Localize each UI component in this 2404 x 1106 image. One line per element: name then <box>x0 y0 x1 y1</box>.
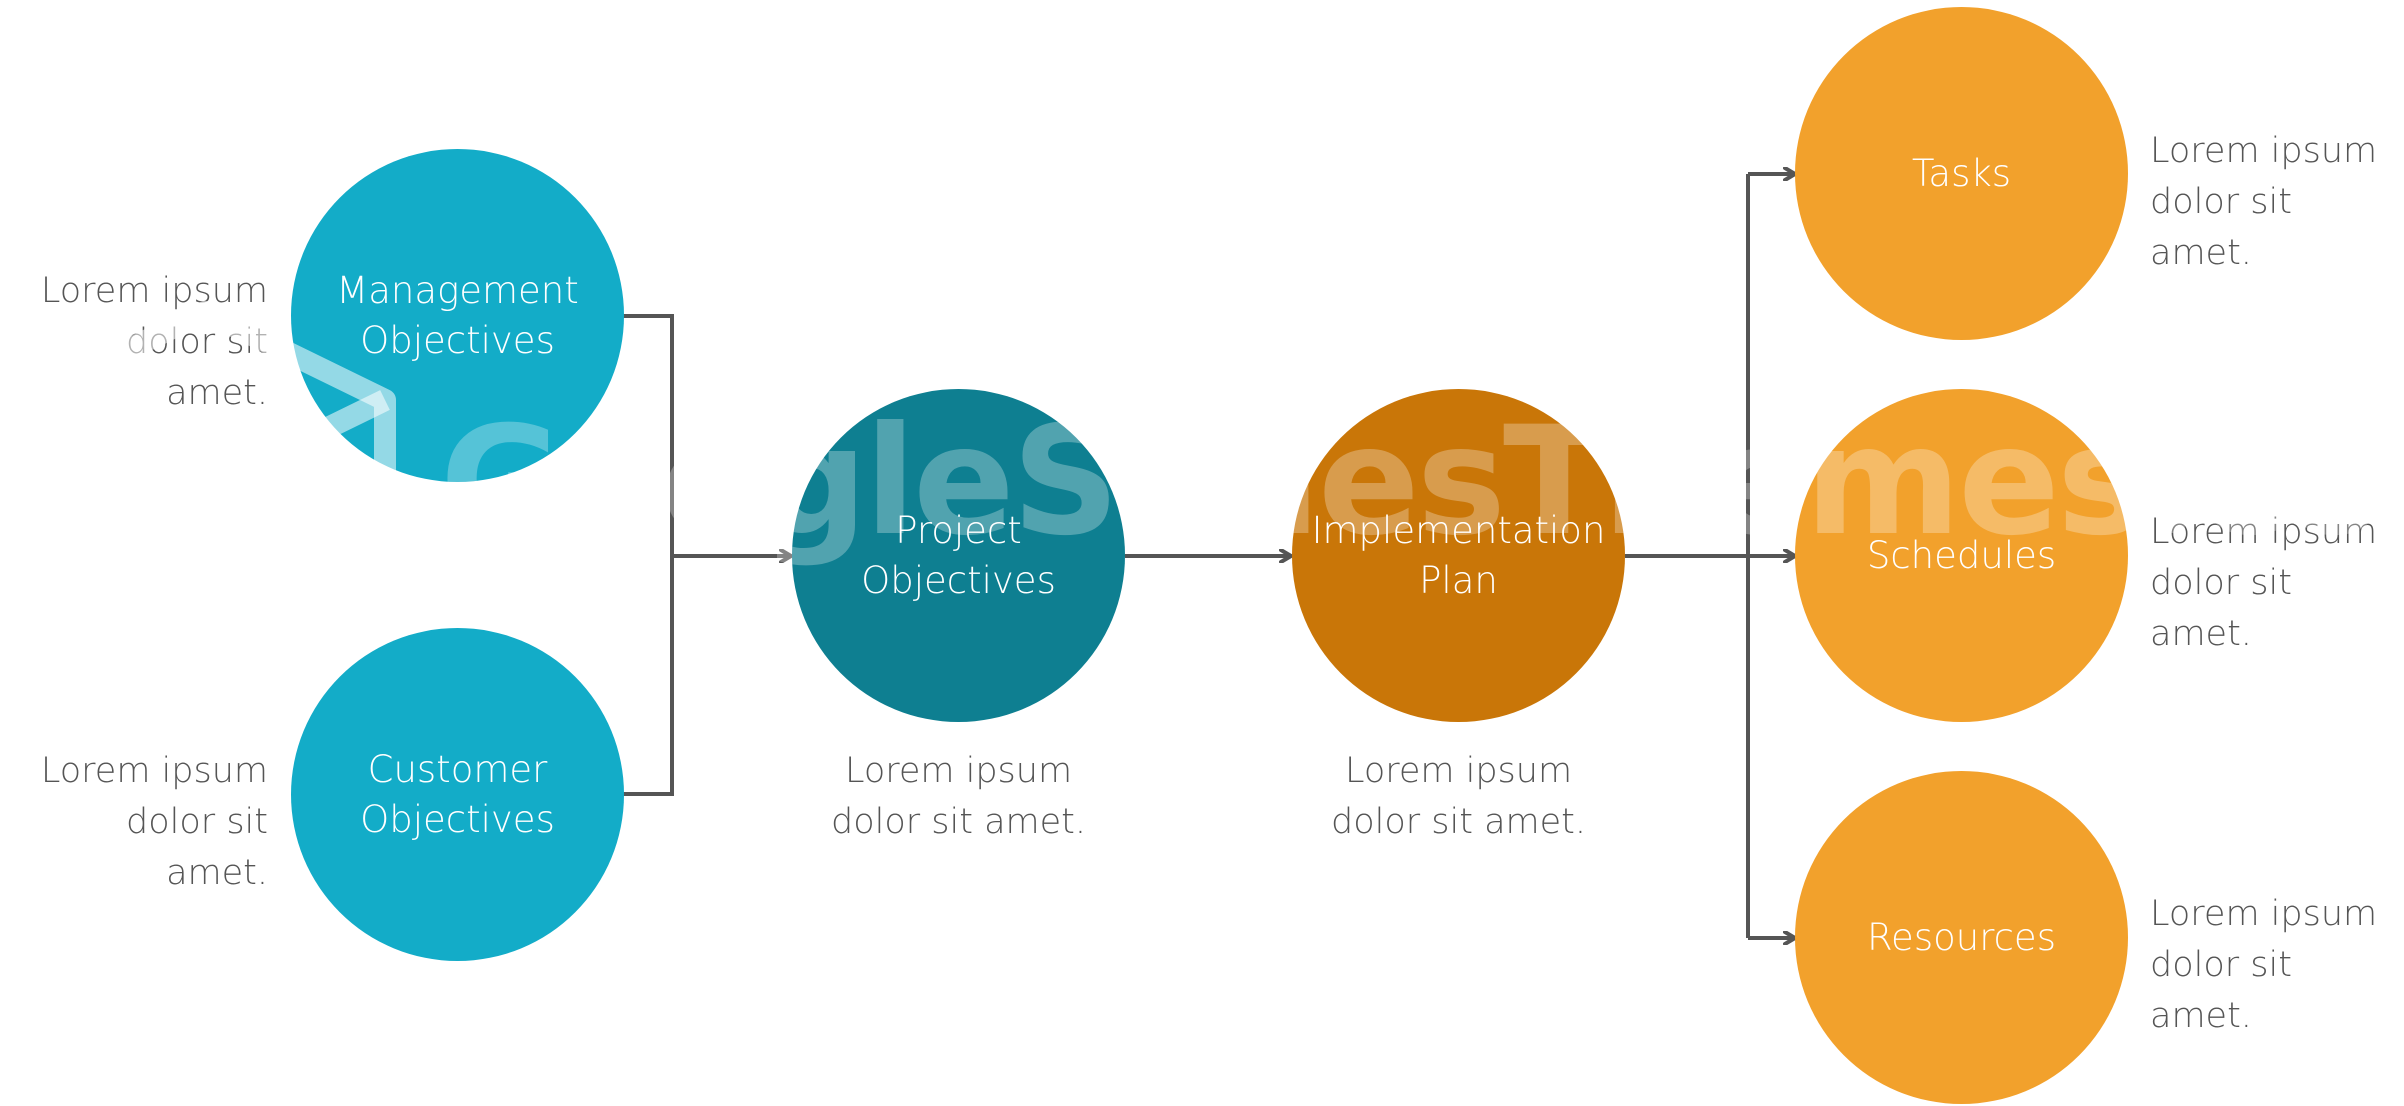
connector-management <box>620 314 674 556</box>
node-tasks: Tasks <box>1795 7 2128 340</box>
node-schedules-label: Schedules <box>1866 533 2057 577</box>
node-customer-objectives: Customer Objectives <box>291 628 624 961</box>
note-implementation: Lorem ipsum dolor sit amet. <box>1330 751 1586 842</box>
node-project-objectives: Project Objectives <box>792 389 1125 722</box>
note-tasks: Lorem ipsum dolor sit amet. <box>2150 131 2378 273</box>
note-customer: Lorem ipsum dolor sit amet. <box>40 751 268 893</box>
node-implementation-label: Implementation Plan <box>1311 508 1606 602</box>
node-project-label: Project Objectives <box>861 508 1056 602</box>
node-tasks-label: Tasks <box>1911 151 2012 195</box>
node-management-objectives: Management Objectives <box>291 149 624 482</box>
node-implementation-plan: Implementation Plan <box>1292 389 1625 722</box>
note-schedules: Lorem ipsum dolor sit amet. <box>2150 512 2378 654</box>
node-management-label: Management Objectives <box>336 268 579 362</box>
node-customer-label: Customer Objectives <box>360 747 555 841</box>
node-resources-label: Resources <box>1867 915 2056 959</box>
note-resources: Lorem ipsum dolor sit amet. <box>2150 894 2378 1036</box>
note-project: Lorem ipsum dolor sit amet. <box>830 751 1086 842</box>
connector-customer <box>620 556 674 796</box>
node-resources: Resources <box>1795 771 2128 1104</box>
node-schedules: Schedules <box>1795 389 2128 722</box>
note-management: Lorem ipsum dolor sit amet. <box>40 271 268 413</box>
